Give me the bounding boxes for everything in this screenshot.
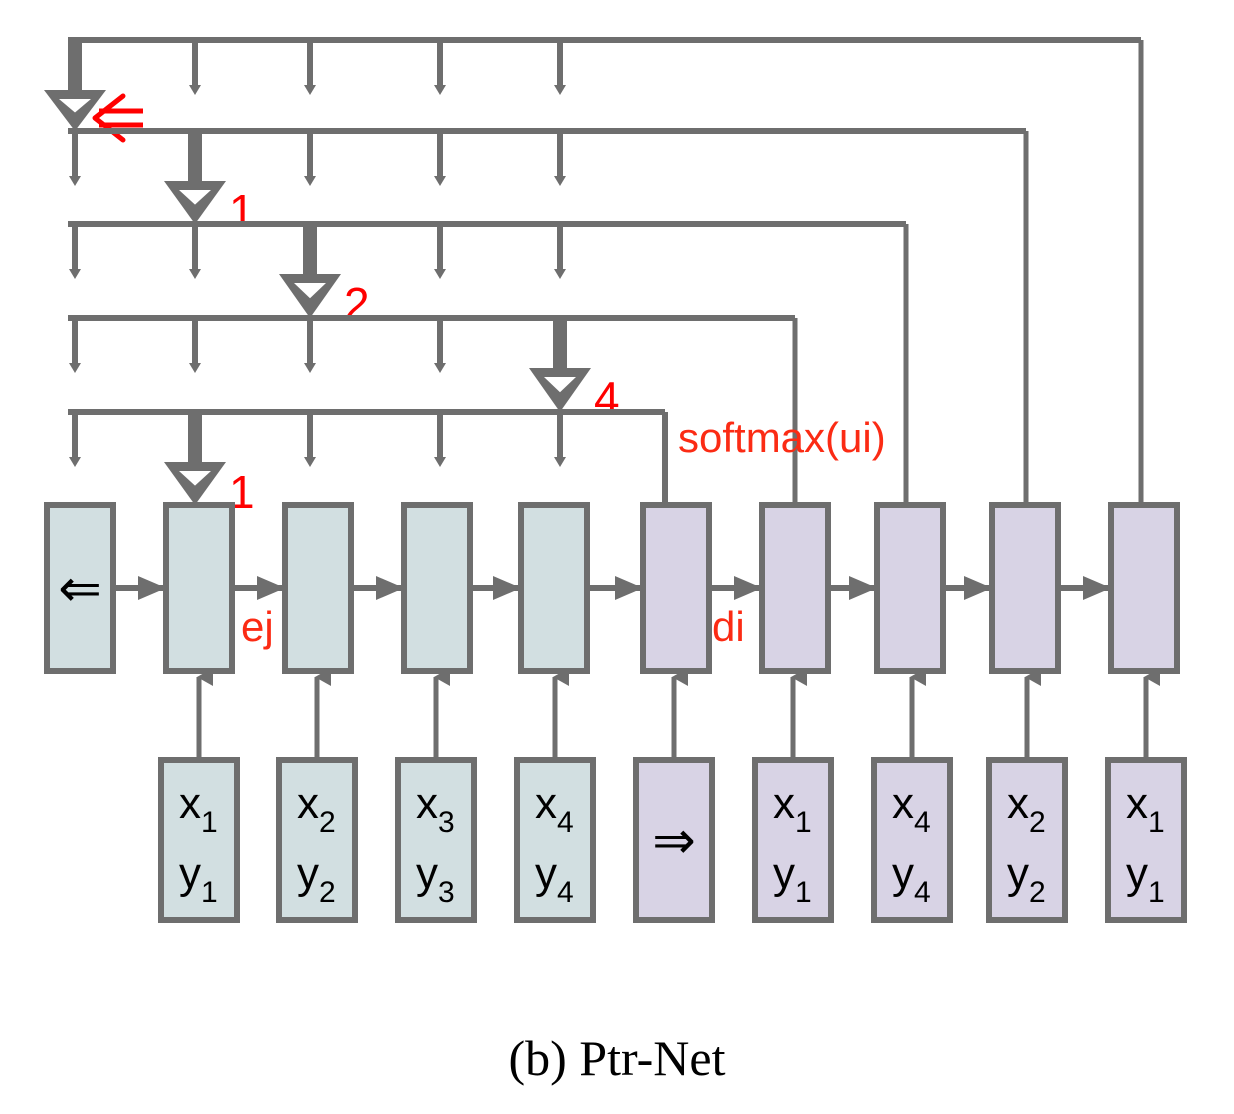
input-box-body: [752, 757, 834, 923]
pointer-index-label: 2: [344, 278, 370, 330]
input-box-body: [633, 757, 715, 923]
ej-label: ej: [241, 603, 274, 650]
decoder-cell: [640, 502, 712, 674]
pointer-index-label: 4: [594, 372, 620, 424]
cell-body: [401, 502, 473, 674]
encoder-cell: [282, 502, 354, 674]
encoder-cell: [401, 502, 473, 674]
text-label-group: softmax(ui) ej di: [241, 414, 886, 650]
pointer-head-notch: [179, 190, 211, 205]
pointer-select-arrow: [529, 318, 591, 412]
pointer-select-arrow: [164, 131, 226, 224]
pointer-head-notch: [59, 99, 91, 113]
decoder-cell: [759, 502, 831, 674]
pointer-head-notch: [294, 283, 326, 299]
decoder-feedback-routing: [662, 40, 1144, 505]
attention-bus-row: 4: [68, 315, 795, 424]
pointer-stem: [188, 131, 202, 185]
encoder-cell: ⇐: [44, 502, 116, 674]
decoder-cell: [1108, 502, 1180, 674]
cell-body: [1108, 502, 1180, 674]
pointer-stem: [188, 412, 202, 466]
decoder-start-box: ⇒: [633, 668, 715, 923]
decoder-cell: [989, 502, 1061, 674]
pointer-index-label: 1: [229, 185, 255, 237]
input-box-body: [514, 757, 596, 923]
cell-body: [518, 502, 590, 674]
pointer-stem: [68, 40, 82, 94]
cell-body: [640, 502, 712, 674]
cell-body: [989, 502, 1061, 674]
figure-caption: (b) Ptr-Net: [509, 1030, 726, 1086]
pointer-head-notch: [179, 471, 211, 486]
input-box-body: [158, 757, 240, 923]
pointer-stem: [553, 318, 567, 372]
input-box-body: [871, 757, 953, 923]
cell-body: [44, 502, 116, 674]
attention-bus-row: 1: [68, 409, 665, 518]
caption-text: (b) Ptr-Net: [509, 1030, 726, 1086]
cell-body: [282, 502, 354, 674]
attention-bus-row: 2: [68, 221, 906, 330]
encoder-cell: [518, 502, 590, 674]
attention-bus-row: [44, 37, 1141, 143]
pointer-head-notch: [544, 377, 576, 393]
pointer-stem: [303, 224, 317, 278]
pointer-select-arrow: [44, 40, 106, 131]
input-box-body: [986, 757, 1068, 923]
pointer-select-arrow: [164, 412, 226, 505]
softmax-label: softmax(ui): [678, 414, 886, 461]
cell-body: [759, 502, 831, 674]
encoder-cell: [163, 502, 235, 674]
attention-bus-row: 1: [68, 128, 1026, 237]
input-glyph: ⇒: [652, 811, 696, 871]
cell-glyph: ⇐: [58, 559, 102, 619]
cell-body: [163, 502, 235, 674]
di-label: di: [712, 603, 745, 650]
decoder-cell: [874, 502, 946, 674]
cell-body: [874, 502, 946, 674]
pointer-select-arrow: [279, 224, 341, 318]
